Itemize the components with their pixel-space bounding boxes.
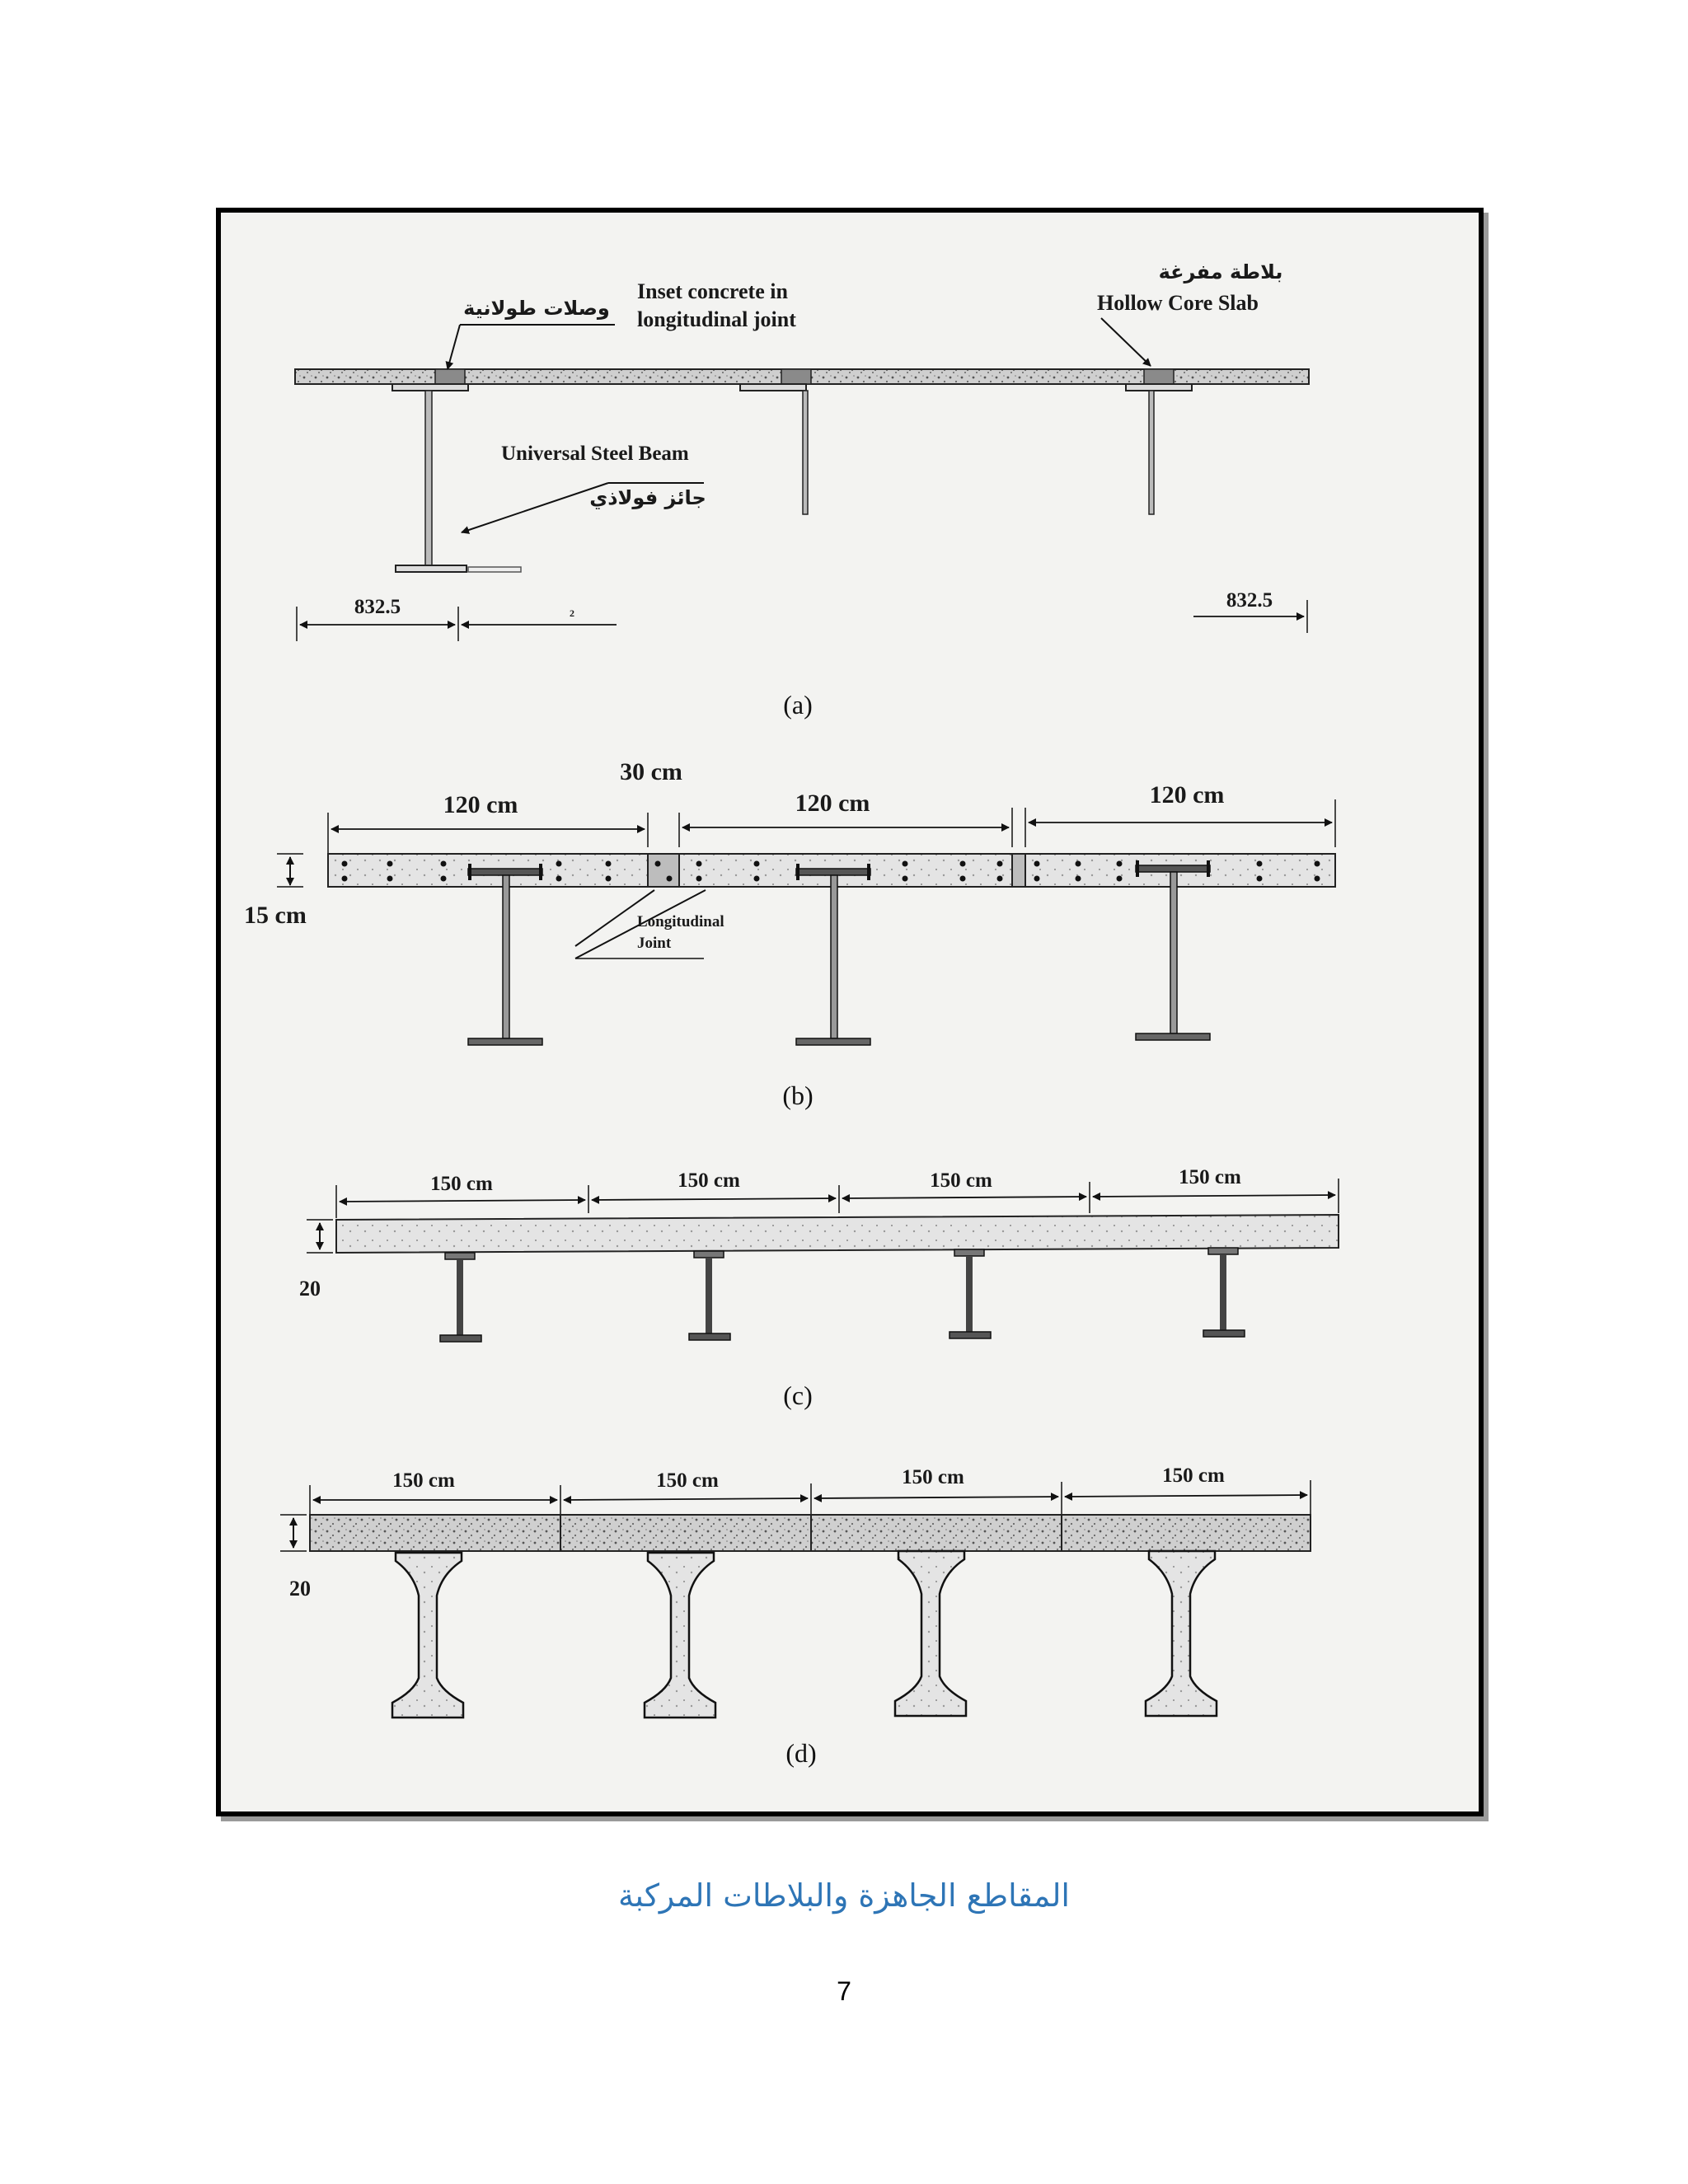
b-steel-beam-2: [795, 864, 871, 1046]
figure-frame: وصلات طولانية Inset concrete in longitud…: [216, 208, 1484, 1816]
a-joint-right: [1143, 368, 1175, 385]
b-thickness: 15 cm: [244, 902, 307, 929]
a-steel-beam-right: [1125, 383, 1193, 515]
b-joint-1: [647, 853, 680, 888]
page-number: 7: [837, 1976, 851, 2006]
d-precast-girder-4: [1144, 1549, 1218, 1718]
b-panel-dim-2: 120 cm: [795, 790, 870, 817]
d-precast-girder-2: [643, 1551, 717, 1719]
b-joint-label-2: Joint: [637, 935, 672, 952]
b-steel-beam-3: [1135, 860, 1211, 1041]
diagram-a: وصلات طولانية Inset concrete in longitud…: [294, 260, 1310, 719]
b-joint-label-1: Longitudinal: [637, 913, 724, 930]
d-dim-2: 150 cm: [656, 1469, 719, 1492]
d-dim-3: 150 cm: [902, 1466, 964, 1488]
d-caption: (d): [785, 1738, 816, 1768]
c-steel-beam-4: [1203, 1247, 1245, 1338]
c-steel-beam-1: [439, 1252, 482, 1343]
a-label-joint-ar: وصلات طولانية: [463, 297, 610, 320]
c-dim-3: 150 cm: [930, 1169, 992, 1192]
b-gap-dim: 30 cm: [620, 758, 682, 785]
b-joint-2: [1011, 853, 1026, 888]
a-dim-right: 832.5: [1226, 589, 1273, 612]
c-dim-2: 150 cm: [678, 1169, 740, 1192]
a-label-hollow-en: Hollow Core Slab: [1097, 291, 1259, 315]
a-dim-mid: 2: [570, 607, 574, 619]
c-steel-beam-3: [949, 1249, 992, 1339]
d-slab-4: [1061, 1514, 1311, 1552]
c-dim-line: [339, 1196, 586, 1206]
b-panel-dim-1: 120 cm: [443, 791, 518, 818]
b-steel-beam-1: [467, 864, 543, 1046]
a-steel-beam-left: [392, 383, 469, 573]
a-label-beam-ar: جائز فولاذي: [589, 486, 706, 509]
a-leader-hollow: [1100, 317, 1151, 367]
diagram-b: 30 cm 120 cm 120 cm 120 cm: [244, 758, 1336, 1110]
c-dim-1: 150 cm: [430, 1173, 493, 1195]
b-panel-dim-3: 120 cm: [1150, 781, 1225, 808]
b-caption: (b): [782, 1080, 813, 1110]
d-dim-4: 150 cm: [1162, 1465, 1225, 1487]
a-label-inset-line2: longitudinal joint: [637, 307, 796, 331]
a-label-inset-line1: Inset concrete in: [637, 279, 788, 303]
a-joint-mid: [781, 368, 812, 385]
a-label-beam-en: Universal Steel Beam: [501, 443, 689, 465]
d-precast-girder-1: [391, 1551, 465, 1719]
a-label-hollow-ar: بلاطة مفرغة: [1159, 260, 1283, 284]
diagram-d: 150 cm 150 cm 150 cm 150 cm 20 (d): [280, 1465, 1311, 1768]
b-rebar-dots: [341, 860, 1320, 882]
figure-caption: المقاطع الجاهزة والبلاطات المركبة: [618, 1877, 1070, 1914]
a-bottom-plate: [467, 566, 522, 573]
c-slab: [335, 1213, 1339, 1254]
d-dim-1: 150 cm: [392, 1469, 455, 1492]
d-thickness: 20: [289, 1577, 311, 1601]
d-precast-girder-3: [893, 1549, 968, 1718]
a-steel-beam-mid: [739, 383, 809, 515]
a-dim-left: 832.5: [354, 596, 401, 618]
c-dim-4: 150 cm: [1179, 1166, 1241, 1188]
d-slab-1: [309, 1514, 561, 1552]
c-thickness: 20: [299, 1277, 321, 1301]
a-caption: (a): [783, 690, 813, 719]
c-steel-beam-2: [688, 1250, 731, 1341]
b-leader-joint: [574, 889, 655, 947]
d-slab-2: [560, 1514, 812, 1552]
diagram-c: 150 cm 150 cm 150 cm 150 cm: [299, 1166, 1339, 1410]
d-slab-3: [810, 1514, 1062, 1552]
c-caption: (c): [783, 1380, 813, 1410]
a-joint-left: [434, 368, 466, 385]
